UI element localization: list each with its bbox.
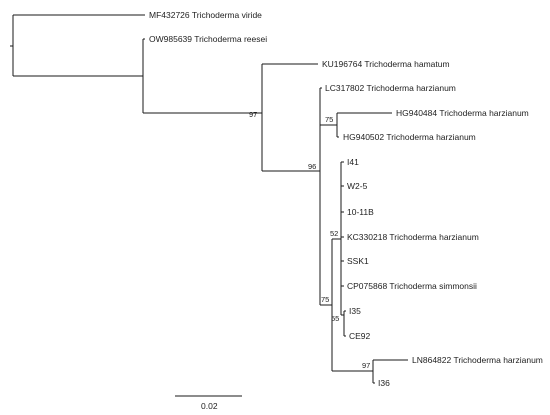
bootstrap-values: 97 75 96 52 55 75 97	[249, 110, 370, 370]
leaf-label: KU196764 Trichoderma hamatum	[322, 59, 450, 69]
leaf-label: SSK1	[347, 256, 369, 266]
leaf-labels: MF432726 Trichoderma viride OW985639 Tri…	[149, 10, 543, 388]
leaf-label: OW985639 Trichoderma reesei	[149, 34, 267, 44]
scale-bar-label: 0.02	[201, 401, 218, 411]
bootstrap-value: 52	[330, 229, 338, 238]
leaf-label: I41	[347, 157, 359, 167]
leaf-label: LC317802 Trichoderma harzianum	[325, 83, 456, 93]
leaf-label: 10-11B	[347, 207, 374, 217]
tree-branches	[10, 14, 408, 397]
bootstrap-value: 75	[321, 295, 329, 304]
bootstrap-value: 55	[331, 314, 339, 323]
leaf-label: CE92	[349, 331, 371, 341]
bootstrap-value: 97	[362, 361, 370, 370]
leaf-label: HG940484 Trichoderma harzianum	[396, 108, 529, 118]
leaf-label: HG940502 Trichoderma harzianum	[343, 132, 476, 142]
leaf-label: KC330218 Trichoderma harzianum	[347, 232, 479, 242]
bootstrap-value: 97	[249, 110, 257, 119]
leaf-label: CP075868 Trichoderma simmonsii	[347, 281, 477, 291]
leaf-label: I35	[349, 306, 361, 316]
leaf-label: LN864822 Trichoderma harzianum	[412, 355, 543, 365]
bootstrap-value: 96	[308, 162, 316, 171]
leaf-label: MF432726 Trichoderma viride	[149, 10, 262, 20]
leaf-label: W2-5	[347, 181, 368, 191]
bootstrap-value: 75	[325, 115, 333, 124]
leaf-label: I36	[378, 378, 390, 388]
